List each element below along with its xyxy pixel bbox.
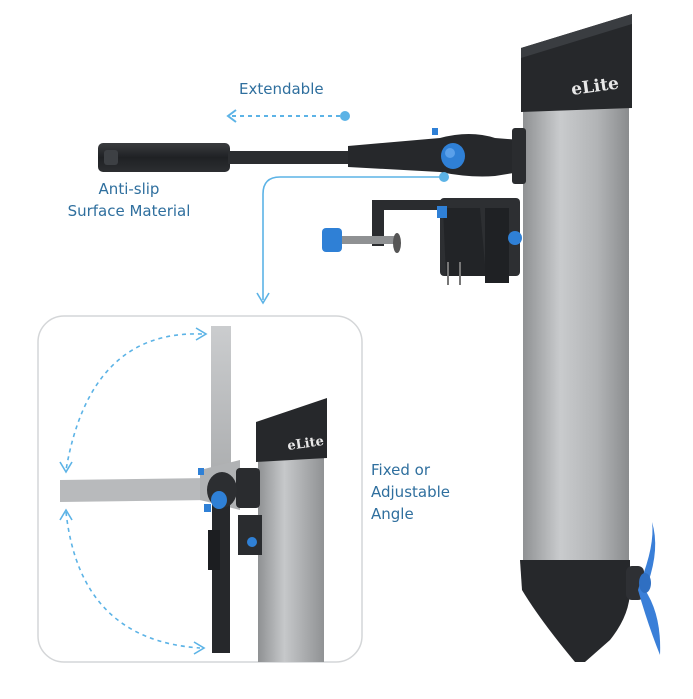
handle-arm xyxy=(348,134,520,177)
callout-arrow xyxy=(256,172,449,305)
extend-arrow xyxy=(226,109,350,123)
motor-lower-unit xyxy=(520,560,630,662)
clamp-screw-knob xyxy=(322,228,342,252)
bracket-knob-blue xyxy=(508,231,522,245)
label-extendable: Extendable xyxy=(239,80,324,98)
angle-inset: eLite xyxy=(37,315,363,663)
label-anti-slip-line2: Surface Material xyxy=(67,202,191,220)
inset-motor-logo: eLite xyxy=(286,434,324,454)
label-angle-line1: Fixed or xyxy=(371,461,430,479)
label-anti-slip: Anti-slip Surface Material xyxy=(56,178,202,222)
tiller-handle xyxy=(98,128,526,184)
extension-rod xyxy=(228,151,352,164)
angle-arrow-top xyxy=(65,333,203,471)
angle-arrow-bottom xyxy=(65,511,201,649)
inset-motor-shaft xyxy=(258,440,324,662)
label-adjustable-angle: Fixed or Adjustable Angle xyxy=(371,459,450,525)
trolling-motor: eLite xyxy=(520,14,661,662)
propeller xyxy=(626,522,661,655)
label-anti-slip-line1: Anti-slip xyxy=(98,180,160,198)
motor-top-cap xyxy=(521,14,632,112)
clamp-bracket xyxy=(322,198,522,285)
label-angle-line3: Angle xyxy=(371,505,414,523)
label-angle-line2: Adjustable xyxy=(371,483,450,501)
handle-grip xyxy=(98,143,230,172)
motor-shaft xyxy=(523,95,629,575)
